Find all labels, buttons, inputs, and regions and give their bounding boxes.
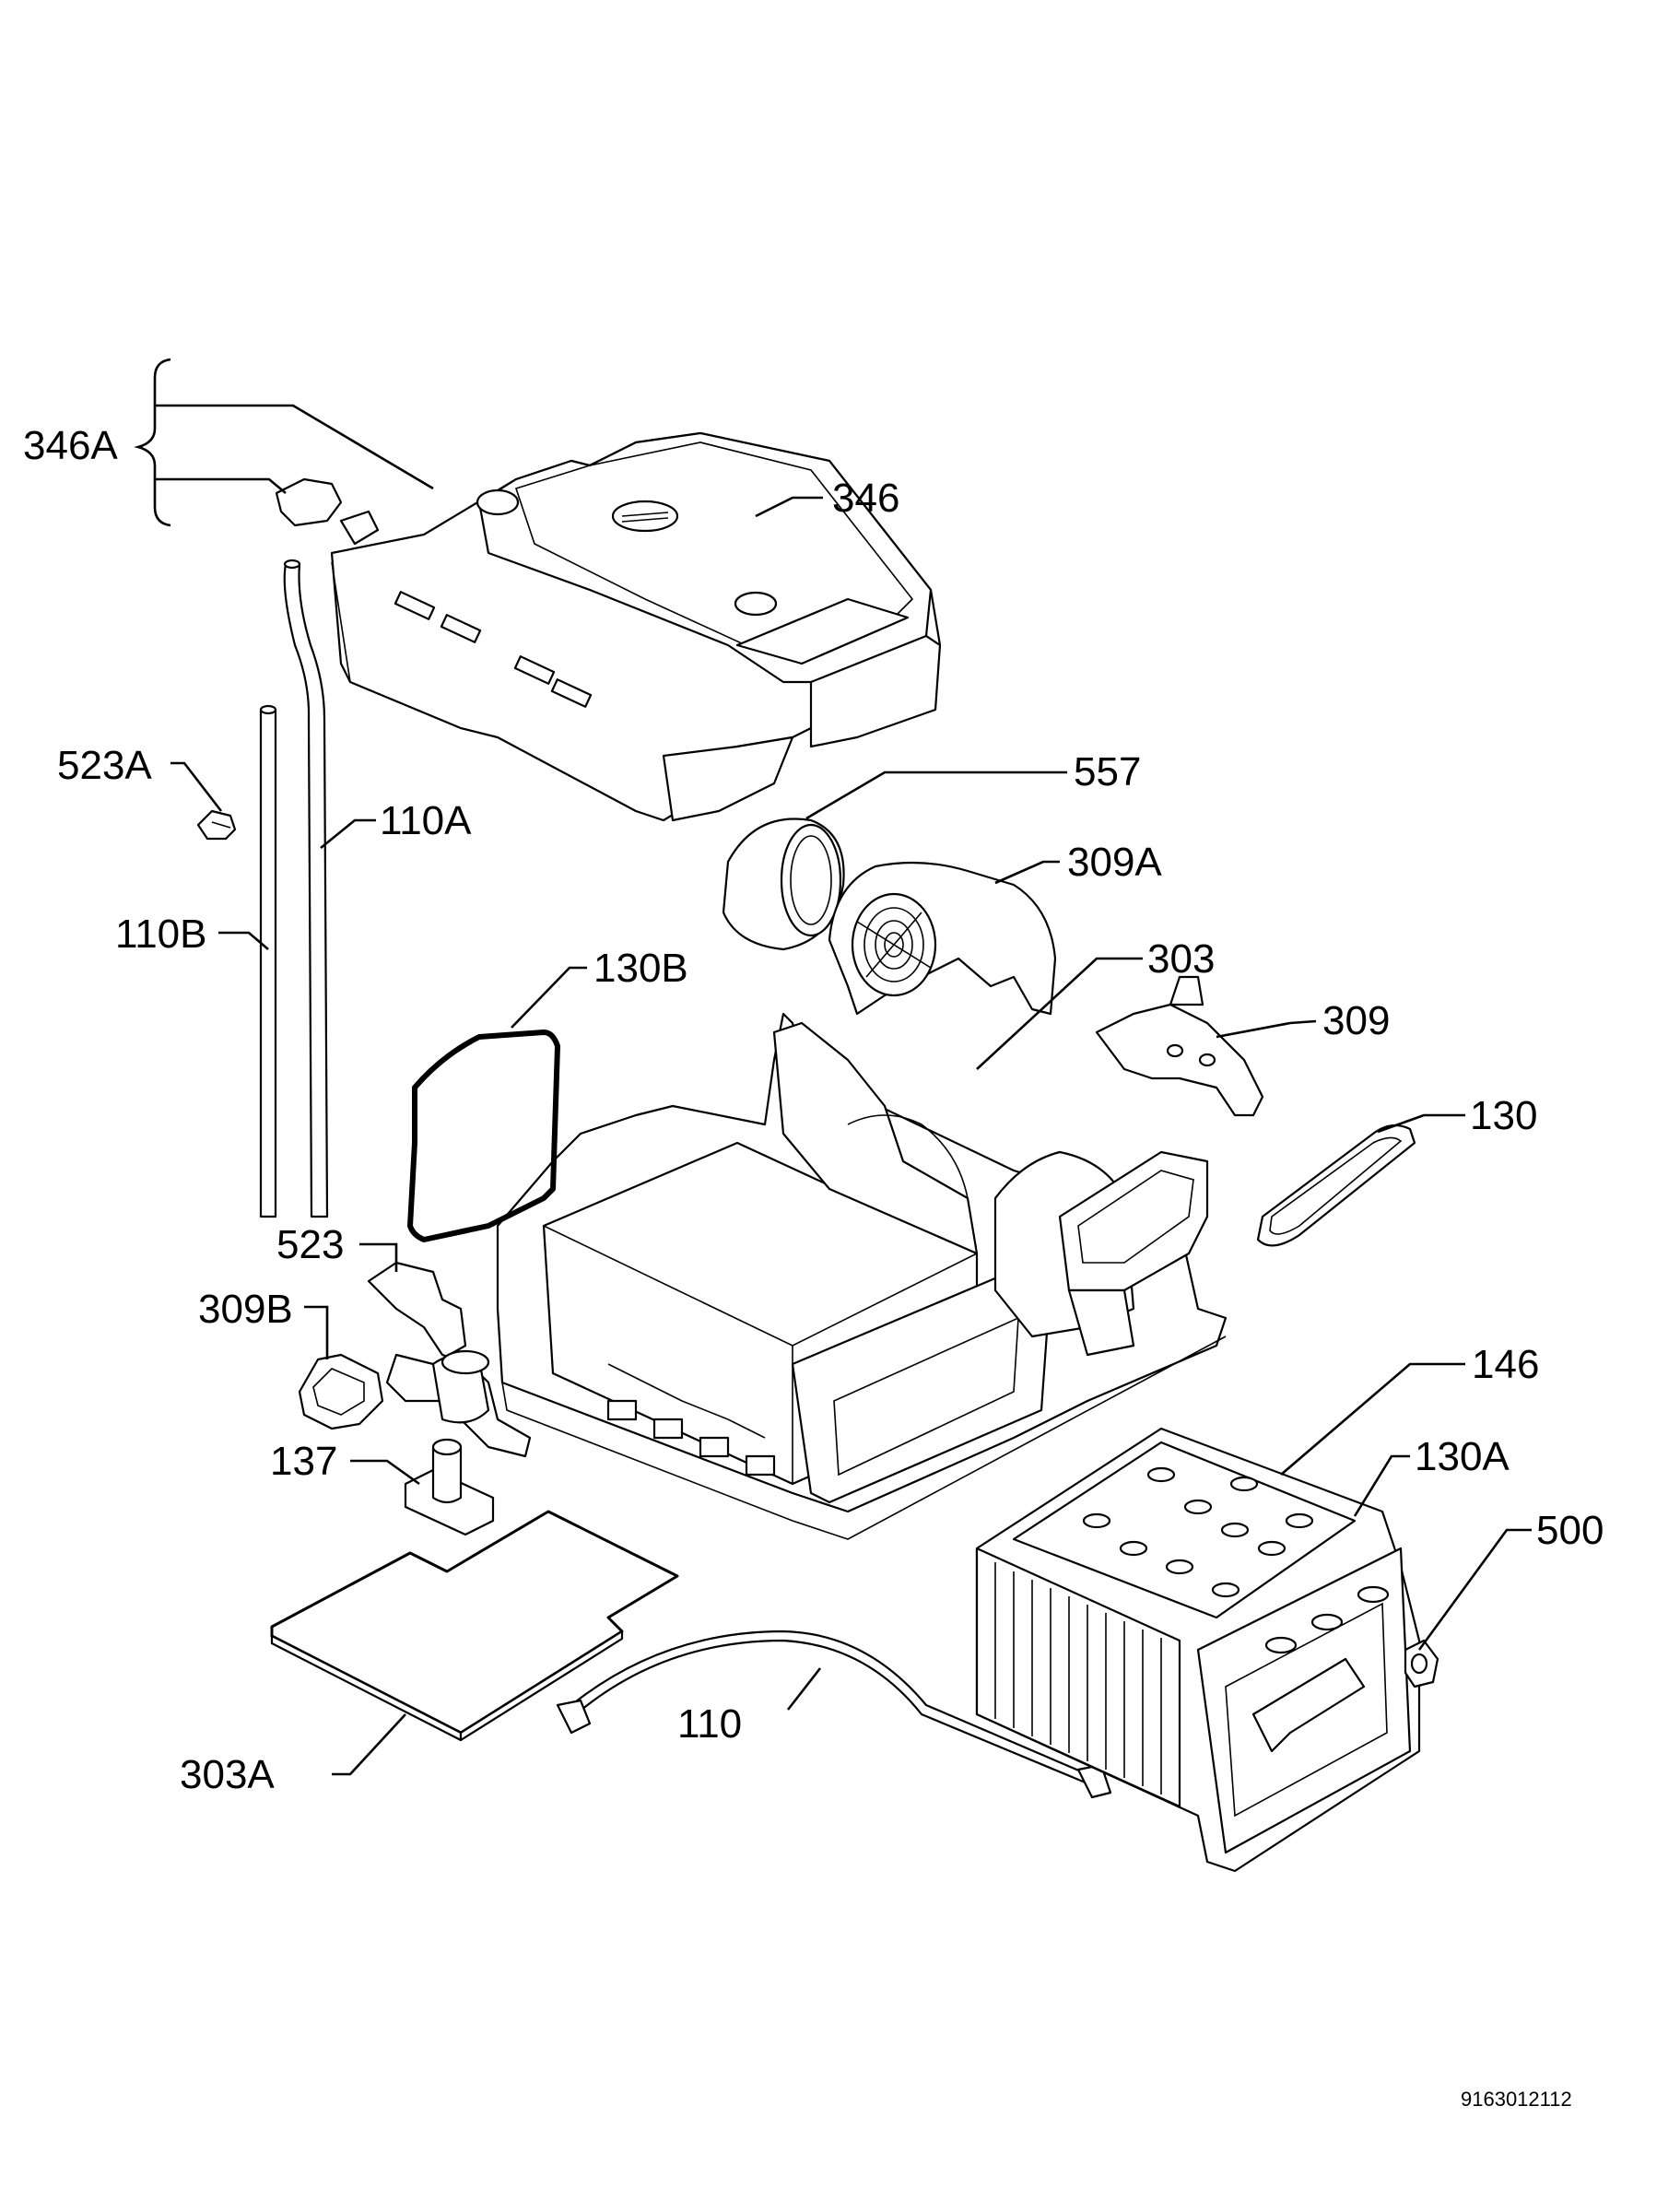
label-309A: 309A bbox=[1067, 840, 1162, 885]
part-137-connector bbox=[404, 1438, 495, 1536]
label-110B: 110B bbox=[115, 912, 207, 957]
label-303A: 303A bbox=[180, 1752, 275, 1797]
part-500-latch bbox=[1404, 1639, 1439, 1688]
leader-lines bbox=[134, 358, 1532, 1776]
part-130-gasket bbox=[1256, 1124, 1416, 1247]
label-130B: 130B bbox=[593, 946, 688, 991]
label-523: 523 bbox=[276, 1222, 344, 1267]
part-146-condenser bbox=[975, 1427, 1421, 1873]
part-303-base-housing bbox=[496, 1012, 1228, 1540]
part-557-ring bbox=[722, 818, 845, 951]
part-labels: 346A 346 523A 110A 557 309A 110B 130B 30… bbox=[23, 423, 1604, 1797]
label-309: 309 bbox=[1322, 998, 1390, 1043]
label-110A: 110A bbox=[380, 798, 472, 843]
part-130B-gasket bbox=[407, 1030, 560, 1242]
part-523-valve bbox=[367, 1261, 532, 1458]
part-303A-pad bbox=[270, 1510, 679, 1742]
label-137: 137 bbox=[270, 1439, 337, 1484]
label-146: 146 bbox=[1472, 1342, 1539, 1387]
part-309A-fan-housing bbox=[828, 861, 1057, 1016]
label-309B: 309B bbox=[198, 1287, 293, 1332]
part-110A-tube bbox=[283, 559, 329, 1218]
label-523A: 523A bbox=[57, 743, 152, 788]
condenser-grille-lines bbox=[994, 1562, 1162, 1794]
label-130A: 130A bbox=[1415, 1434, 1510, 1479]
part-110B-tube bbox=[259, 704, 277, 1218]
label-130: 130 bbox=[1470, 1093, 1537, 1138]
part-346-water-container bbox=[275, 431, 942, 822]
label-557: 557 bbox=[1074, 749, 1141, 794]
label-346A: 346A bbox=[23, 423, 118, 468]
part-309-duct bbox=[1095, 975, 1264, 1117]
label-303: 303 bbox=[1147, 936, 1215, 982]
label-500: 500 bbox=[1536, 1508, 1604, 1553]
part-309B-holder bbox=[298, 1353, 384, 1430]
part-523A-clip bbox=[196, 809, 237, 841]
label-110: 110 bbox=[677, 1701, 742, 1747]
document-number: 9163012112 bbox=[1461, 2088, 1572, 2111]
label-346: 346 bbox=[832, 476, 899, 521]
